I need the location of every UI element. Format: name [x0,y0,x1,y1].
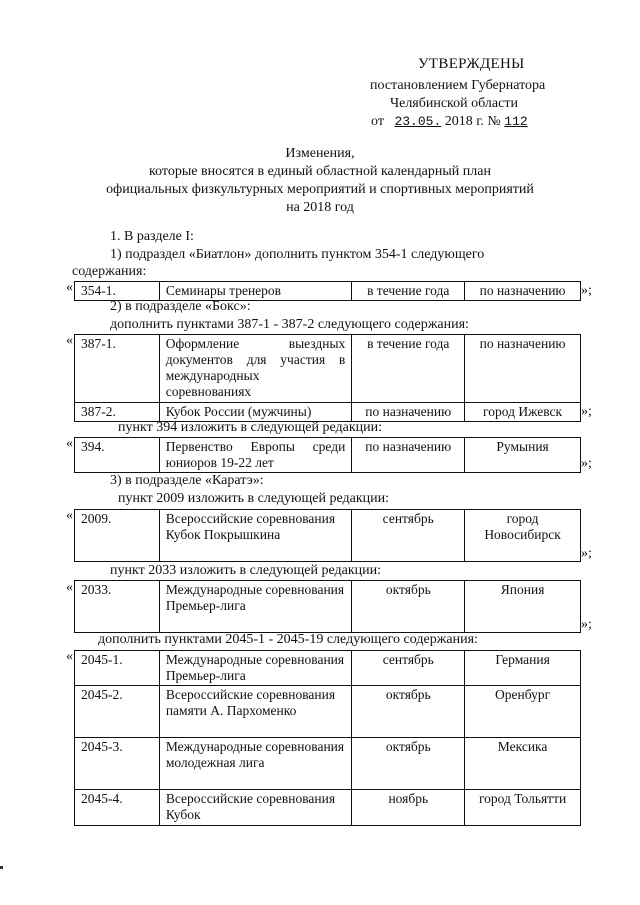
paragraph-boxing: 2) в подразделе «Бокс»: [110,299,251,314]
paragraph-karate: 3) в подразделе «Каратэ»: [110,473,264,488]
paragraph-biathlon: 1) подраздел «Биатлон» дополнить пунктом… [110,247,485,262]
cell-when: сентябрь [351,509,466,562]
cell-where: по назначению [464,334,581,403]
open-quote: « [66,333,73,348]
cell-when: в течение года [351,334,466,403]
cell-num: 2045-2. [74,685,160,738]
paragraph-394: пункт 394 изложить в следующей редакции: [118,420,382,435]
title-line-1: Изменения, [285,146,355,161]
paragraph-biathlon-cont: содержания: [72,264,147,279]
cell-name: Международные соревнования Премьер-лига [158,580,353,633]
table-row: 387-1. Оформление выездных документов дл… [74,334,581,403]
cell-num: 387-2. [74,402,160,422]
approval-date: 23.05. [394,114,442,129]
paragraph-2009: пункт 2009 изложить в следующей редакции… [118,491,389,506]
cell-name: Первенство Европы среди юниоров 19-22 ле… [158,437,353,473]
cell-name: Всероссийские соревнования памяти А. Пар… [158,685,353,738]
cell-where: Румыния [464,437,581,473]
cell-num: 387-1. [74,334,160,403]
approval-heading: УТВЕРЖДЕНЫ [418,56,525,72]
cell-num: 354-1. [74,281,160,301]
close-quote: »; [581,404,592,419]
cell-num: 2009. [74,509,160,562]
table-2045: 2045-1. Международные соревнования Премь… [74,650,581,826]
scan-mark [0,866,3,869]
cell-when: в течение года [351,281,466,301]
cell-where: город Новосибирск [464,509,581,562]
open-quote: « [66,436,73,451]
cell-when: по назначению [351,437,466,473]
table-394: 394. Первенство Европы среди юниоров 19-… [74,437,581,473]
open-quote: « [66,580,73,595]
cell-where: по назначению [464,281,581,301]
cell-where: город Тольятти [464,789,581,826]
table-row: 2009. Всероссийские соревнования Кубок П… [74,509,581,562]
cell-when: октябрь [351,685,466,738]
close-quote: »; [581,617,592,632]
cell-where: Германия [464,650,581,686]
paragraph-2033: пункт 2033 изложить в следующей редакции… [110,563,381,578]
table-row: 2045-2. Всероссийские соревнования памят… [74,685,581,738]
paragraph-boxing-add: дополнить пунктами 387-1 - 387-2 следующ… [110,317,469,332]
cell-name: Всероссийские соревнования Кубок [158,789,353,826]
title-line-2: которые вносятся в единый областной кале… [149,164,491,179]
open-quote: « [66,280,73,295]
approval-line-2: Челябинской области [390,96,518,111]
title-line-4: на 2018 год [286,200,354,215]
date-prefix: от [371,114,384,129]
approval-year: 2018 г. № [444,114,501,129]
table-boxing: 387-1. Оформление выездных документов дл… [74,334,581,422]
cell-name: Всероссийские соревнования Кубок Покрышк… [158,509,353,562]
close-quote: »; [581,456,592,471]
approval-line-1: постановлением Губернатора [370,78,546,93]
open-quote: « [66,508,73,523]
close-quote: »; [581,546,592,561]
cell-num: 2045-4. [74,789,160,826]
close-quote: »; [581,283,592,298]
paragraph-2045: дополнить пунктами 2045-1 - 2045-19 след… [98,632,478,647]
cell-name: Кубок России (мужчины) [158,402,353,422]
cell-num: 394. [74,437,160,473]
table-biathlon: 354-1. Семинары тренеров в течение года … [74,281,581,301]
cell-name: Международные соревнования молодежная ли… [158,737,353,790]
cell-when: сентябрь [351,650,466,686]
cell-when: октябрь [351,737,466,790]
cell-num: 2045-1. [74,650,160,686]
cell-name: Оформление выездных документов для участ… [158,334,353,403]
cell-where: Япония [464,580,581,633]
cell-name: Семинары тренеров [158,281,353,301]
table-row: 354-1. Семинары тренеров в течение года … [74,281,581,301]
cell-where: Оренбург [464,685,581,738]
table-row: 387-2. Кубок России (мужчины) по назначе… [74,402,581,422]
cell-name: Международные соревнования Премьер-лига [158,650,353,686]
open-quote: « [66,649,73,664]
table-row: 394. Первенство Европы среди юниоров 19-… [74,437,581,473]
cell-when: октябрь [351,580,466,633]
table-2009: 2009. Всероссийские соревнования Кубок П… [74,509,581,562]
table-row: 2045-3. Международные соревнования молод… [74,737,581,790]
approval-date-line: от 23.05. 2018 г. № 112 [371,114,528,130]
cell-num: 2045-3. [74,737,160,790]
section-heading: 1. В разделе I: [110,229,194,244]
cell-when: по назначению [351,402,466,422]
table-2033: 2033. Международные соревнования Премьер… [74,580,581,633]
table-row: 2045-4. Всероссийские соревнования Кубок… [74,789,581,826]
table-row: 2045-1. Международные соревнования Премь… [74,650,581,686]
approval-number: 112 [504,114,528,129]
title-line-3: официальных физкультурных мероприятий и … [106,182,534,197]
table-row: 2033. Международные соревнования Премьер… [74,580,581,633]
cell-where: город Ижевск [464,402,581,422]
cell-where: Мексика [464,737,581,790]
cell-num: 2033. [74,580,160,633]
cell-when: ноябрь [351,789,466,826]
